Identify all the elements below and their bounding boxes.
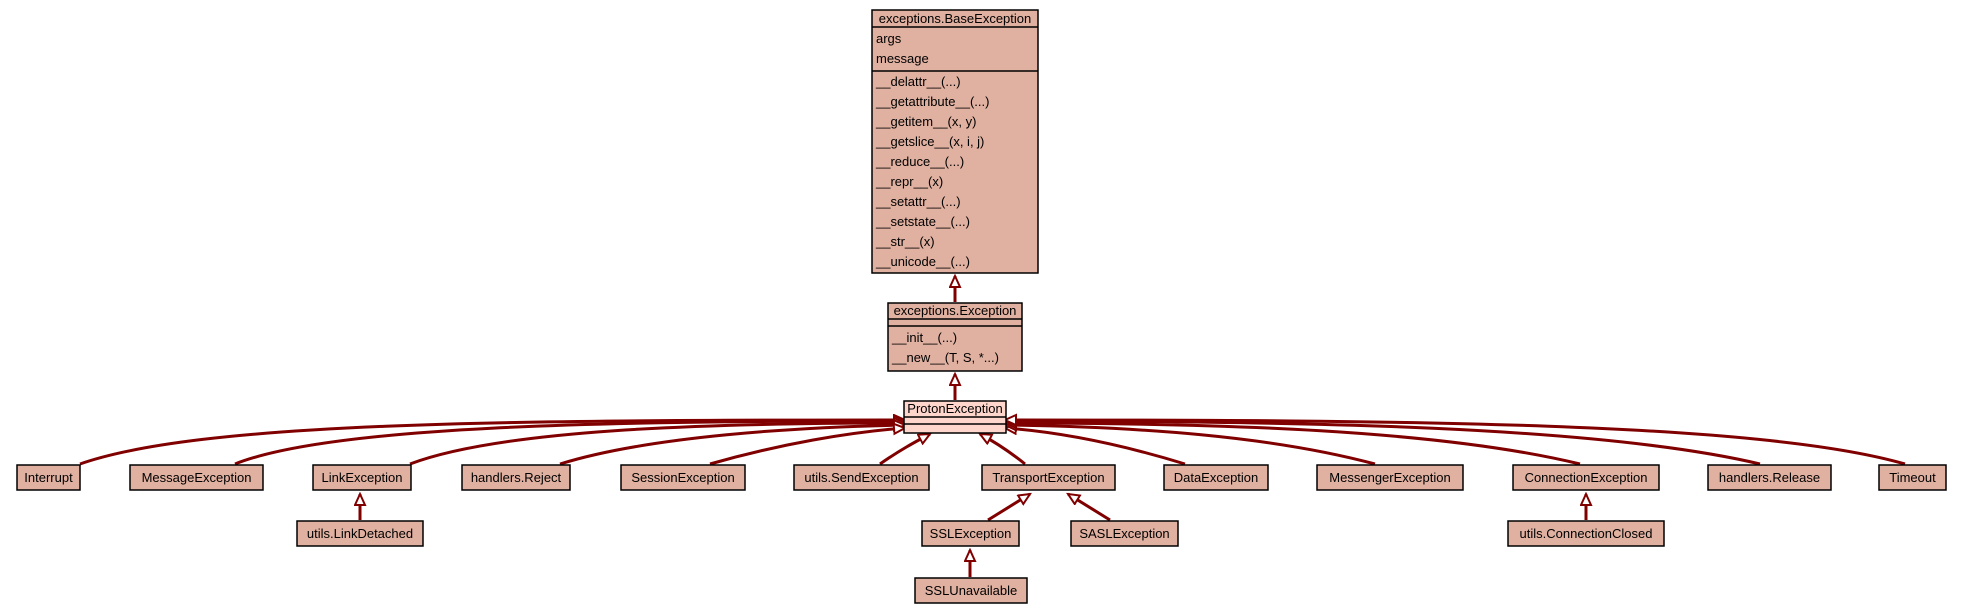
- edge-link-exception-to-proton: [409, 423, 905, 466]
- edge-ssl-exception-to-transport: [987, 492, 1030, 522]
- edge-interrupt-to-proton: [79, 420, 905, 466]
- class-handlers-release-box: [1707, 464, 1832, 491]
- class-base-exception-method: __getslice__(x, i, j): [875, 134, 984, 149]
- class-base-exception-method: __reduce__(...): [875, 154, 964, 169]
- class-base-exception-method: __getattribute__(...): [875, 94, 989, 109]
- class-link-exception-box: [312, 464, 412, 491]
- class-handlers-release[interactable]: handlers.Release: [1707, 464, 1832, 491]
- class-ssl-unavailable-box: [914, 577, 1028, 604]
- class-base-exception-method: __delattr__(...): [875, 74, 961, 89]
- class-utils-link-detached-label: utils.LinkDetached: [307, 526, 413, 541]
- edge-messenger-exception-to-proton: [1005, 425, 1376, 466]
- class-message-exception-label: MessageException: [142, 470, 252, 485]
- class-proton-exception-title: ProtonException: [907, 401, 1002, 416]
- class-ssl-exception[interactable]: SSLException: [921, 520, 1020, 547]
- class-data-exception[interactable]: DataException: [1163, 464, 1269, 491]
- edge-message-exception-to-proton: [234, 421, 905, 466]
- class-handlers-reject-label: handlers.Reject: [471, 470, 562, 485]
- edge-session-exception-to-proton: [709, 428, 905, 466]
- class-ssl-unavailable[interactable]: SSLUnavailable: [914, 577, 1028, 604]
- class-utils-send-exception-box: [793, 464, 930, 491]
- class-handlers-release-label: handlers.Release: [1719, 470, 1820, 485]
- class-base-exception-method: __str__(x): [875, 234, 935, 249]
- class-interrupt[interactable]: Interrupt: [16, 464, 81, 491]
- class-utils-send-exception-label: utils.SendException: [804, 470, 918, 485]
- class-base-exception-box: [871, 9, 1039, 274]
- class-base-exception-method: __unicode__(...): [875, 254, 970, 269]
- class-base-exception-title: exceptions.BaseException: [879, 11, 1031, 26]
- class-exception-method: __init__(...): [891, 330, 957, 345]
- class-base-exception-method: __repr__(x): [875, 174, 943, 189]
- class-connection-exception[interactable]: ConnectionException: [1512, 464, 1660, 491]
- class-transport-exception[interactable]: TransportException: [981, 464, 1116, 491]
- class-messenger-exception-label: MessengerException: [1329, 470, 1450, 485]
- class-base-exception[interactable]: exceptions.BaseException args message __…: [871, 9, 1039, 274]
- class-base-exception-method: __setattr__(...): [875, 194, 961, 209]
- class-base-exception-attr-args: args: [876, 31, 902, 46]
- class-ssl-unavailable-label: SSLUnavailable: [925, 583, 1018, 598]
- edge-timeout-to-proton: [1005, 420, 1906, 466]
- class-transport-exception-box: [981, 464, 1116, 491]
- class-message-exception-box: [129, 464, 264, 491]
- class-data-exception-box: [1163, 464, 1269, 491]
- class-link-exception[interactable]: LinkException: [312, 464, 412, 491]
- class-timeout-box: [1878, 464, 1947, 491]
- edge-sasl-exception-to-transport: [1068, 492, 1111, 522]
- edge-transport-exception-to-proton: [980, 432, 1026, 466]
- class-proton-exception[interactable]: ProtonException: [903, 400, 1007, 434]
- class-connection-exception-box: [1512, 464, 1660, 491]
- class-sasl-exception-box: [1070, 520, 1179, 547]
- class-message-exception[interactable]: MessageException: [129, 464, 264, 491]
- class-utils-connection-closed-label: utils.ConnectionClosed: [1520, 526, 1653, 541]
- class-transport-exception-label: TransportException: [992, 470, 1104, 485]
- class-exception-method: __new__(T, S, *...): [891, 350, 999, 365]
- class-messenger-exception-box: [1316, 464, 1464, 491]
- class-utils-link-detached[interactable]: utils.LinkDetached: [296, 520, 424, 547]
- edge-data-exception-to-proton: [1005, 428, 1186, 466]
- class-ssl-exception-label: SSLException: [930, 526, 1012, 541]
- class-exception-box: [887, 302, 1023, 372]
- class-timeout-label: Timeout: [1889, 470, 1936, 485]
- class-link-exception-label: LinkException: [322, 470, 403, 485]
- class-session-exception-box: [620, 464, 746, 491]
- class-interrupt-label: Interrupt: [24, 470, 73, 485]
- class-handlers-reject[interactable]: handlers.Reject: [461, 464, 571, 491]
- class-sasl-exception[interactable]: SASLException: [1070, 520, 1179, 547]
- class-data-exception-label: DataException: [1174, 470, 1259, 485]
- class-session-exception[interactable]: SessionException: [620, 464, 746, 491]
- edge-handlers-reject-to-proton: [559, 425, 905, 466]
- edge-connection-exception-to-proton: [1005, 423, 1581, 466]
- class-connection-exception-label: ConnectionException: [1525, 470, 1648, 485]
- class-exception[interactable]: exceptions.Exception __init__(...) __new…: [887, 302, 1023, 372]
- class-utils-connection-closed-box: [1507, 520, 1665, 547]
- class-base-exception-attr-message: message: [876, 51, 929, 66]
- class-exception-title: exceptions.Exception: [894, 303, 1017, 318]
- class-messenger-exception[interactable]: MessengerException: [1316, 464, 1464, 491]
- class-handlers-reject-box: [461, 464, 571, 491]
- class-timeout[interactable]: Timeout: [1878, 464, 1947, 491]
- class-utils-connection-closed[interactable]: utils.ConnectionClosed: [1507, 520, 1665, 547]
- edge-send-exception-to-proton: [879, 432, 930, 466]
- class-base-exception-method: __getitem__(x, y): [875, 114, 976, 129]
- class-utils-send-exception[interactable]: utils.SendException: [793, 464, 930, 491]
- class-session-exception-label: SessionException: [631, 470, 734, 485]
- inheritance-edges: [79, 276, 1906, 577]
- class-ssl-exception-box: [921, 520, 1020, 547]
- class-utils-link-detached-box: [296, 520, 424, 547]
- class-sasl-exception-label: SASLException: [1079, 526, 1169, 541]
- class-interrupt-box: [16, 464, 81, 491]
- class-base-exception-method: __setstate__(...): [875, 214, 970, 229]
